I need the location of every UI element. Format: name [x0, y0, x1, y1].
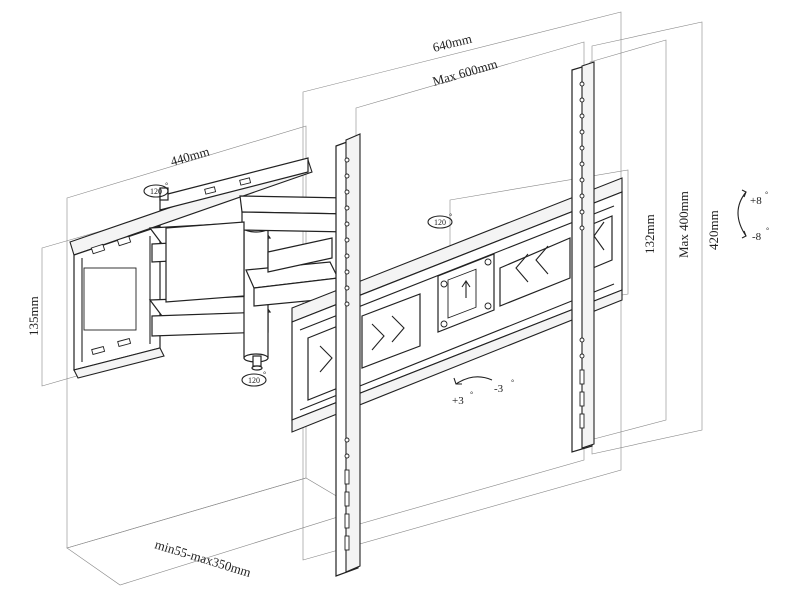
level-plus-degree: °	[470, 390, 473, 399]
swivel-arrow-icon	[143, 184, 169, 198]
swivel-arrow-icon	[427, 215, 453, 229]
label-440mm: 440mm	[169, 144, 211, 169]
rotation-indicators: 120 ° 120 ° 120 ° +3 ° -3 ° +8 ° -8 °	[143, 181, 769, 407]
label-640mm: 640mm	[431, 31, 473, 55]
tilt-minus-label: -8	[752, 231, 762, 243]
level-minus-label: -3	[494, 383, 504, 395]
left-rail-side	[345, 133, 361, 573]
left-rail-holes	[344, 157, 350, 551]
swivel-2-degree: °	[449, 212, 452, 221]
top-bolt	[159, 187, 169, 201]
label-135mm: 135mm	[26, 296, 41, 336]
wall-plate-bottom-flange	[73, 347, 165, 379]
level-plus-label: +3	[452, 395, 464, 407]
bracket-window-double-chevron	[361, 293, 421, 369]
tilt-arrow-icon	[737, 191, 747, 237]
wall-plate-window	[83, 267, 137, 331]
label-420mm: 420mm	[706, 210, 721, 250]
arm-connector	[267, 237, 333, 273]
right-rail-side	[581, 61, 595, 449]
wall-rail-top	[159, 157, 309, 211]
horizontal-bracket	[291, 177, 623, 433]
label-max-400mm: Max 400mm	[676, 191, 691, 258]
swivel-2-label: 120	[434, 218, 446, 227]
tilt-minus-degree: °	[766, 226, 769, 235]
vertical-rails	[335, 61, 595, 577]
swivel-3-label: 120	[248, 376, 260, 385]
arm-inner-frame	[165, 221, 245, 303]
center-logo-window	[447, 268, 477, 319]
label-132mm: 132mm	[642, 214, 657, 254]
swivel-3-degree: °	[263, 370, 266, 379]
wall-plate	[69, 157, 313, 379]
swivel-1-degree: °	[165, 181, 168, 190]
bottom-bolt	[252, 355, 262, 367]
tilt-plus-degree: °	[765, 190, 768, 199]
label-extension: min55-max350mm	[153, 537, 253, 580]
bracket-bottom-flange	[291, 289, 623, 433]
level-minus-degree: °	[511, 378, 514, 387]
label-max-600mm: Max 600mm	[431, 56, 499, 89]
level-rotate-arrow-icon	[455, 376, 493, 385]
second-arm-front	[241, 211, 351, 233]
swivel-1-label: 120	[150, 187, 162, 196]
swivel-arrow-icon	[241, 373, 267, 387]
right-rail-holes	[579, 81, 585, 429]
tilt-plus-label: +8	[750, 195, 762, 207]
second-arm-top	[239, 195, 351, 215]
